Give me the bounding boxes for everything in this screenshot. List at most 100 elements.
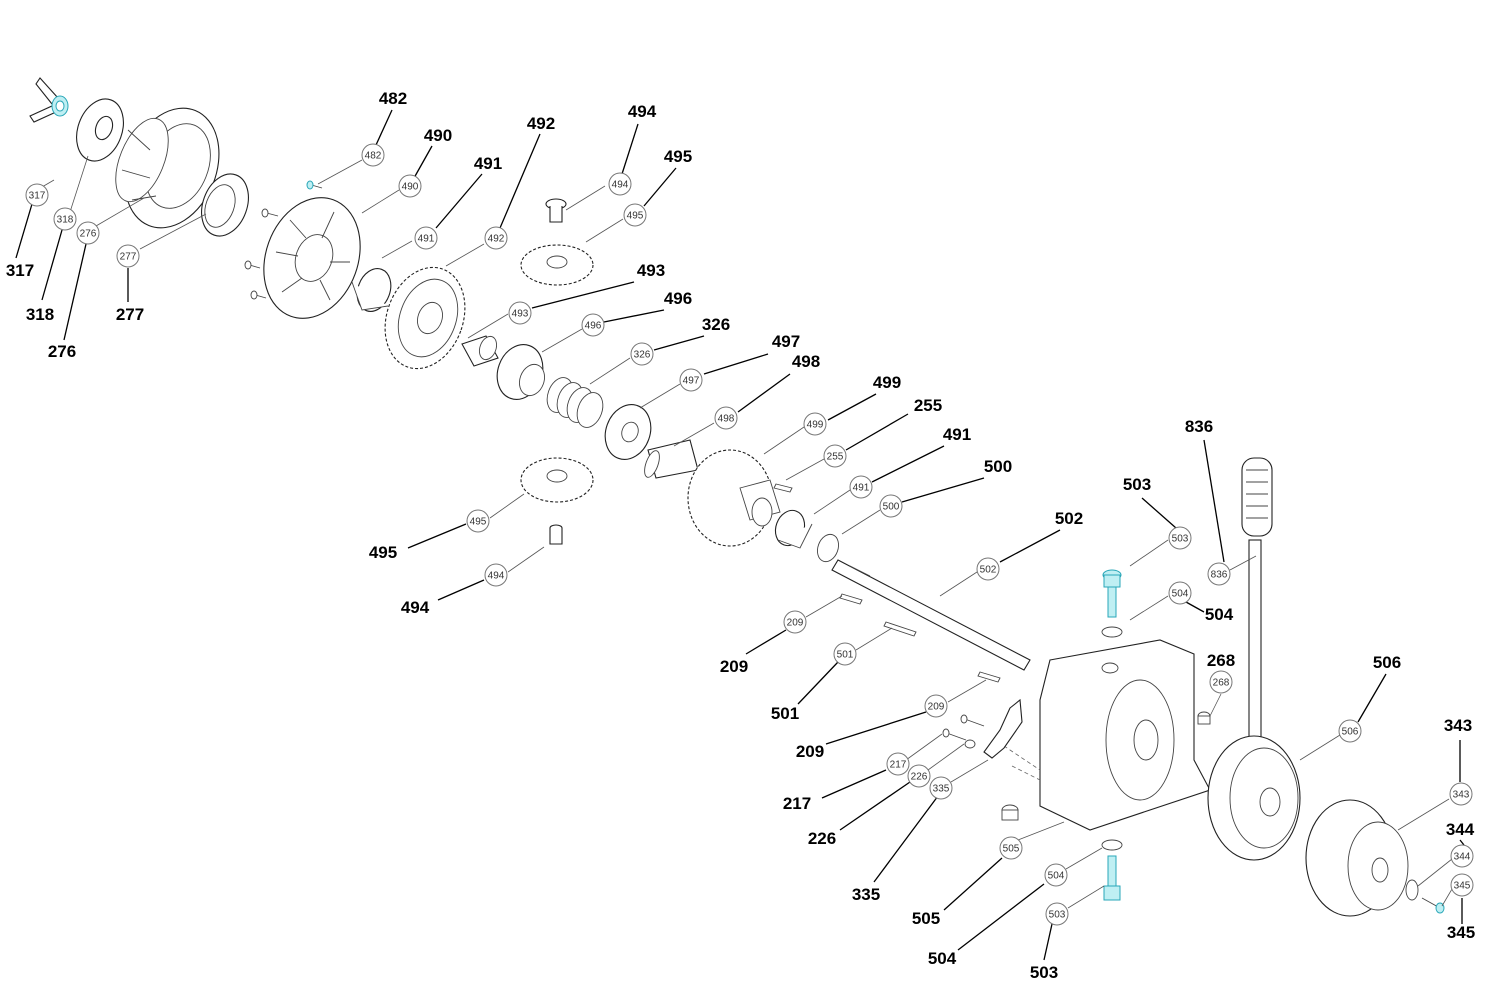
callout-part-number: 277 [116,305,144,324]
callout-bubble [823,444,847,468]
callout-bubble-number: 504 [1172,589,1189,600]
callout-bubble-number: 490 [402,182,419,193]
callout-bubble-number: 345 [1454,881,1471,892]
callout-505: 505 505 [912,836,1023,928]
callout-bubble-number: 501 [837,650,854,661]
spring [546,377,604,428]
callout-bubble-number: 502 [980,565,997,576]
callout-part-number: 490 [424,126,452,145]
callout-bubble-number: 505 [1003,844,1020,855]
callout-part-number: 318 [26,305,54,324]
callout-bubble [803,412,827,436]
callout-bubble [484,226,508,250]
callout-482: 482 482 [361,89,407,167]
callout-part-number: 345 [1447,923,1475,942]
key-209-upper [839,593,863,605]
callout-bubble-number: 268 [1213,678,1230,689]
callout-bubble [1044,863,1068,887]
large-spur-gear [384,266,466,370]
callout-part-number: 503 [1123,475,1151,494]
callout-bubble [907,764,931,788]
callout-part-number: 343 [1444,716,1472,735]
callout-bubble-number: 496 [585,321,602,332]
callout-part-number: 495 [664,147,692,166]
callout-part-number: 501 [771,704,799,723]
callout-part-number: 495 [369,543,397,562]
callout-bubble-number: 482 [365,151,382,162]
gear-cover [263,197,361,319]
callout-bubble [1168,526,1192,550]
callout-497: 497 497 [679,332,800,392]
callout-bubble [849,475,873,499]
callout-492: 492 492 [484,114,555,250]
callout-part-number: 505 [912,909,940,928]
callout-part-number: 482 [379,89,407,108]
callout-bubble-number: 343 [1453,790,1470,801]
callout-bubble [581,313,605,337]
key [773,483,793,493]
callout-part-number: 499 [873,373,901,392]
callout-bubble-number: 492 [488,234,505,245]
callout-part-number: 497 [772,332,800,351]
dog-clutch [496,344,545,400]
callout-part-number: 209 [796,742,824,761]
callout-part-number: 504 [1205,605,1234,624]
key-501 [883,621,917,637]
callout-bubble-number: 493 [512,309,529,320]
callout-bubble-number: 503 [1049,910,1066,921]
callout-bubble-number: 226 [911,772,928,783]
callout-part-number: 226 [808,829,836,848]
washer-disc [76,98,124,162]
callout-bubble-number: 491 [418,234,435,245]
hub-pulley [1207,735,1301,861]
callout-bubble-number: 504 [1048,871,1065,882]
callout-part-number: 496 [664,289,692,308]
callout-bubble [466,509,490,533]
callout-bubble [929,776,953,800]
callout-503: 503 503 [1030,902,1069,982]
callout-bubble [1207,562,1231,586]
callout-part-number: 498 [792,352,820,371]
callout-part-number: 492 [527,114,555,133]
callout-501: 501 501 [771,642,857,723]
callout-bubble [1449,782,1473,806]
callout-bubble-number: 344 [1454,852,1471,863]
callout-part-number: 491 [943,425,971,444]
bushing-pin-lower [549,524,563,545]
callout-part-number: 326 [702,315,730,334]
callout-bubble-number: 276 [80,229,97,240]
callout-bubble-number: 497 [683,376,700,387]
callout-part-number: 494 [401,598,430,617]
callout-bubble [630,342,654,366]
callout-bubble [1450,844,1474,868]
callout-bubble-number: 318 [57,215,74,226]
callout-226: 226 226 [808,764,931,848]
callout-bubble-number: 506 [1342,727,1359,738]
bolt-small [1421,897,1445,914]
callout-bubble [679,368,703,392]
callout-bubble [484,563,508,587]
clutch-hub [604,404,652,460]
callout-490: 490 490 [398,126,452,198]
callout-bubble-number: 209 [787,618,804,629]
bushing [351,268,392,312]
callout-part-number: 503 [1030,963,1058,982]
sprocket-gear [687,449,781,547]
callout-bubble [714,406,738,430]
callout-part-number: 344 [1446,820,1475,839]
callout-bubble [1338,719,1362,743]
clutch-plate [201,173,249,237]
